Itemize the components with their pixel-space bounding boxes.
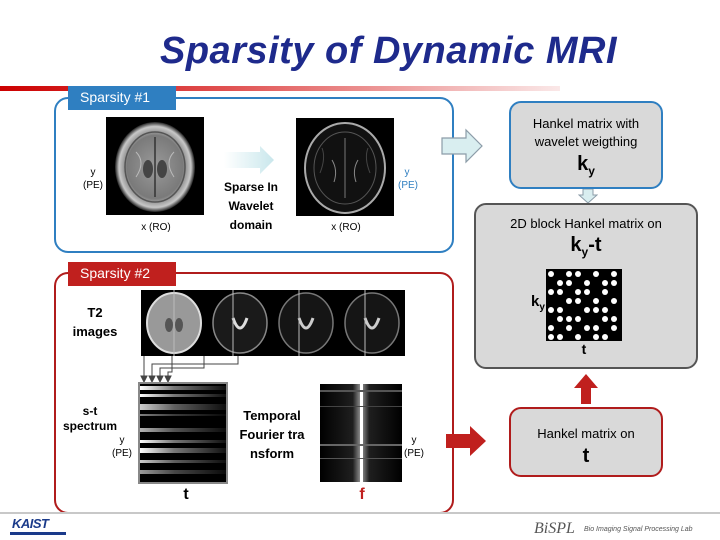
t2-image-strip xyxy=(141,290,405,356)
st-spectrum-image xyxy=(138,382,228,484)
arrow-down-icon xyxy=(578,189,598,203)
wavelet-brain-image xyxy=(296,118,394,216)
f-axis-label: f xyxy=(359,486,365,503)
box3-t: t xyxy=(582,445,590,467)
block-hankel-matrix xyxy=(546,269,622,341)
middle-line3: domain xyxy=(229,218,273,232)
box2-line1: 2D block Hankel matrix on xyxy=(510,216,662,231)
grid-ky-label: ky xyxy=(528,293,548,313)
hankel-t-box: Hankel matrix on t xyxy=(509,407,663,477)
box1-ky: ky xyxy=(511,151,661,184)
f-spectrum-image xyxy=(320,384,402,482)
grid-k-sub: y xyxy=(539,302,545,313)
middle-line2: Wavelet xyxy=(228,199,274,213)
y-left-2: y xyxy=(119,435,125,446)
connector-arrows xyxy=(140,356,239,384)
y-right-2: y xyxy=(411,435,417,446)
box3-line1: Hankel matrix on xyxy=(537,426,635,441)
tf-line1: Temporal xyxy=(243,408,301,423)
t-axis-label: t xyxy=(183,486,189,503)
box2-kyt: ky-t xyxy=(476,233,696,264)
x-label-left: x (RO) xyxy=(141,222,171,233)
t2-images-label: T2 images xyxy=(68,303,122,341)
title-stripe xyxy=(0,86,560,91)
t2-line1: T2 xyxy=(87,305,103,320)
middle-line1: Sparse In xyxy=(223,180,279,194)
kaist-logo: KAIST xyxy=(12,516,49,531)
page-title: Sparsity of Dynamic MRI xyxy=(160,30,618,72)
kaist-logo-underline xyxy=(10,532,66,535)
st-line2: spectrum xyxy=(62,419,118,433)
y-label-left: y xyxy=(90,167,96,178)
temporal-fourier-text: Temporal Fourier tra nsform xyxy=(232,406,312,463)
pe-label-right: (PE) xyxy=(398,180,418,191)
sparsity-2-tag: Sparsity #2 xyxy=(68,262,176,286)
footer-divider xyxy=(0,512,720,514)
grid-t-label: t xyxy=(581,341,587,357)
st-spectrum-label: s-t spectrum xyxy=(62,404,118,434)
y-label-right: y xyxy=(404,167,410,178)
box1-k-sub: y xyxy=(588,164,595,178)
box2-k-sub: y xyxy=(581,245,589,259)
t2-line2: images xyxy=(72,324,118,339)
bispl-logo: BiSPL xyxy=(534,520,575,537)
box2-k-rest: -t xyxy=(588,234,602,256)
arrow-right-icon xyxy=(446,426,486,456)
tf-line2: Fourier tra xyxy=(239,427,305,442)
arrow-up-icon xyxy=(574,374,598,404)
grid-k: k xyxy=(531,293,540,310)
hankel-wavelet-box: Hankel matrix with wavelet weigthing ky xyxy=(509,101,663,189)
st-line1: s-t xyxy=(82,404,98,418)
arrow-right-icon xyxy=(224,146,274,174)
tf-line3: nsform xyxy=(249,446,295,461)
sparsity-1-tag: Sparsity #1 xyxy=(68,86,176,110)
arrow-right-icon xyxy=(441,128,483,164)
brain-mri-image xyxy=(106,117,204,215)
sparse-wavelet-text: Sparse In Wavelet domain xyxy=(218,178,284,235)
box1-line1: Hankel matrix with xyxy=(532,116,640,131)
x-label-right: x (RO) xyxy=(331,222,361,233)
sparsity-1-panel xyxy=(54,97,454,253)
pe-right-2: (PE) xyxy=(404,448,424,459)
pe-label-left: (PE) xyxy=(83,180,103,191)
box2-k: k xyxy=(570,234,582,256)
box1-k: k xyxy=(577,153,589,175)
box1-line2: wavelet weigthing xyxy=(534,134,638,149)
pe-left-2: (PE) xyxy=(112,448,132,459)
bispl-subtitle: Bio Imaging Signal Processing Lab xyxy=(584,526,693,533)
